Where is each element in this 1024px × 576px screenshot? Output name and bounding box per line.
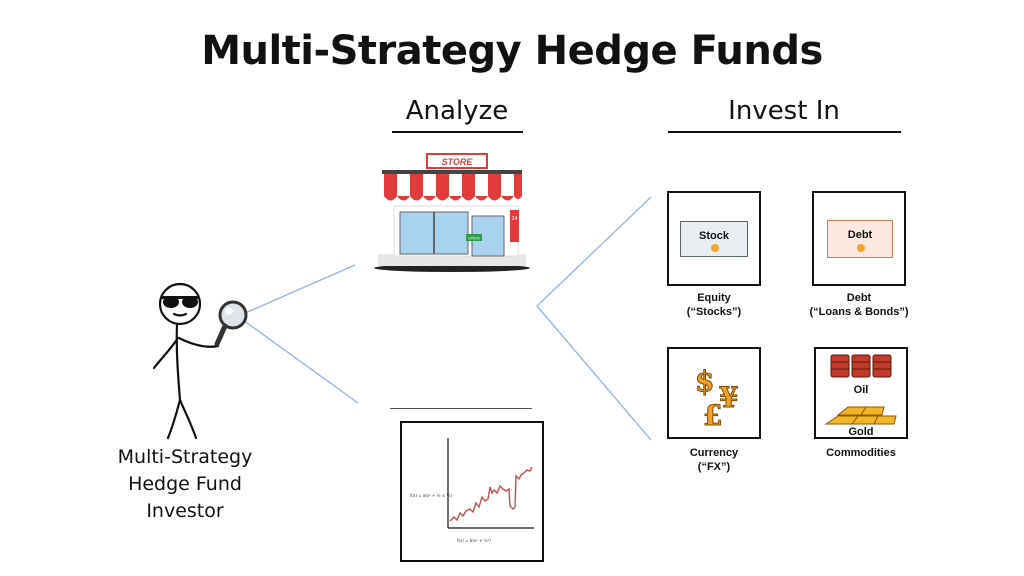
debt-seal-icon [857,244,865,252]
debt-certificate-icon: Debt [827,220,893,258]
connector-to-chart [242,319,359,404]
debt-card-label: Debt [847,229,873,241]
investor-label-line1: Multi-Strategy [117,446,253,468]
stock-certificate-icon: Stock [680,221,748,257]
chart-panel: f(x) = a(x² + ½ ± ½) f(x) = b(x² + ½²) [400,421,544,562]
sunglasses-icon [162,296,198,308]
investor-label-line3: Investor [146,500,224,522]
debt-caption-line2: (“Loans & Bonds”) [809,306,909,318]
chart-top-rule [390,408,532,409]
gold-bars-icon [824,406,897,425]
commodities-box: Oil Gold [814,347,908,439]
commodities-art [824,354,897,425]
equity-box: Stock [667,191,761,286]
storefront-icon: OPEN 24 STORE [374,153,530,272]
oil-barrels-icon [830,354,892,378]
chart-plot [447,438,534,529]
analyze-underline [392,131,523,133]
store-door-sign: OPEN [468,236,479,241]
chart-formula-bottom: f(x) = b(x² + ½²) [457,538,491,543]
gold-label: Gold [848,426,874,438]
invest-header: Invest In [728,96,840,126]
currency-caption: Currency (“FX”) [654,446,774,474]
equity-caption: Equity (“Stocks”) [654,291,774,319]
debt-caption-line1: Debt [846,292,872,304]
oil-label: Oil [853,384,869,396]
equity-caption-line2: (“Stocks”) [686,306,742,318]
page-title: Multi-Strategy Hedge Funds [201,28,823,74]
stock-seal-icon [711,244,719,252]
invest-underline [668,131,901,133]
store-sign: STORE [442,157,474,167]
debt-box: Debt [812,191,906,286]
debt-caption: Debt (“Loans & Bonds”) [794,291,924,319]
currency-box: $ ¥ £ [667,347,761,439]
yen-icon: ¥ [718,381,739,415]
currency-caption-line2: (“FX”) [697,461,731,473]
equity-caption-line1: Equity [697,292,731,304]
connector-to-store [242,264,356,315]
commodities-caption: Commodities [826,447,896,459]
pound-icon: £ [702,399,723,433]
analyze-header: Analyze [405,96,509,126]
currency-caption-line1: Currency [689,447,739,459]
chart-formula-top: f(x) = a(x² + ½ ± ½) [410,493,452,498]
magnifying-glass-icon [214,300,248,347]
investor-label-line2: Hedge Fund [128,473,242,495]
store-hours-sign: 24 [512,216,518,222]
stock-card-label: Stock [699,230,729,242]
investor-label: Multi-Strategy Hedge Fund Investor [95,444,275,525]
stick-figure-investor [152,282,248,440]
dollar-icon: $ [694,365,715,399]
connector-to-assets [536,196,652,441]
